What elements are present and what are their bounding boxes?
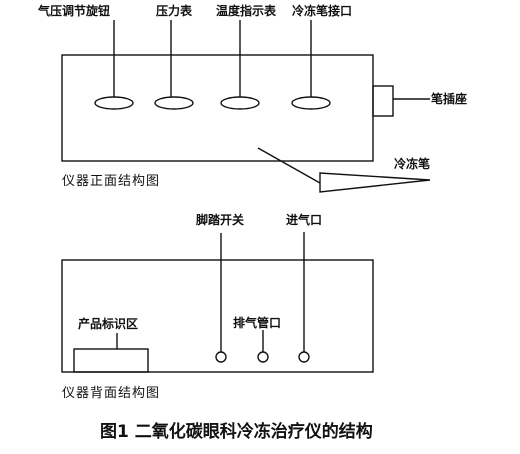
knob-label: 气压调节旋钮 bbox=[38, 4, 111, 18]
back-view-caption: 仪器背面结构图 bbox=[62, 386, 161, 401]
cryo-pen-port-slot bbox=[291, 96, 331, 110]
front-panel-body bbox=[61, 54, 374, 162]
foot-switch-port bbox=[215, 351, 227, 363]
cryo-pen-cable bbox=[257, 147, 321, 184]
air-inlet-label: 进气口 bbox=[286, 213, 323, 227]
product-label-area bbox=[73, 348, 149, 373]
cryo-pen-label: 冷冻笔 bbox=[394, 157, 431, 171]
cryo-pen-port-label: 冷冻笔接口 bbox=[292, 4, 353, 18]
figure-title: 图1 二氧化碳眼科冷冻治疗仪的结构 bbox=[100, 422, 373, 442]
exhaust-pipe-label: 排气管口 bbox=[233, 316, 282, 330]
product-label-area-label: 产品标识区 bbox=[78, 317, 139, 331]
pen-socket-label: 笔插座 bbox=[431, 92, 468, 106]
exhaust-pipe-port bbox=[257, 351, 269, 363]
back-panel-body bbox=[61, 259, 374, 373]
air-inlet-port bbox=[298, 351, 310, 363]
pressure-gauge-label: 压力表 bbox=[156, 4, 193, 18]
pen-socket bbox=[372, 85, 394, 117]
front-view-caption: 仪器正面结构图 bbox=[62, 174, 161, 189]
knob-slot bbox=[94, 96, 134, 110]
temperature-indicator-label: 温度指示表 bbox=[216, 4, 277, 18]
foot-switch-label: 脚踏开关 bbox=[196, 213, 245, 227]
cryo-pen bbox=[319, 172, 431, 193]
temperature-indicator-slot bbox=[220, 96, 260, 110]
pressure-gauge-slot bbox=[154, 96, 194, 110]
